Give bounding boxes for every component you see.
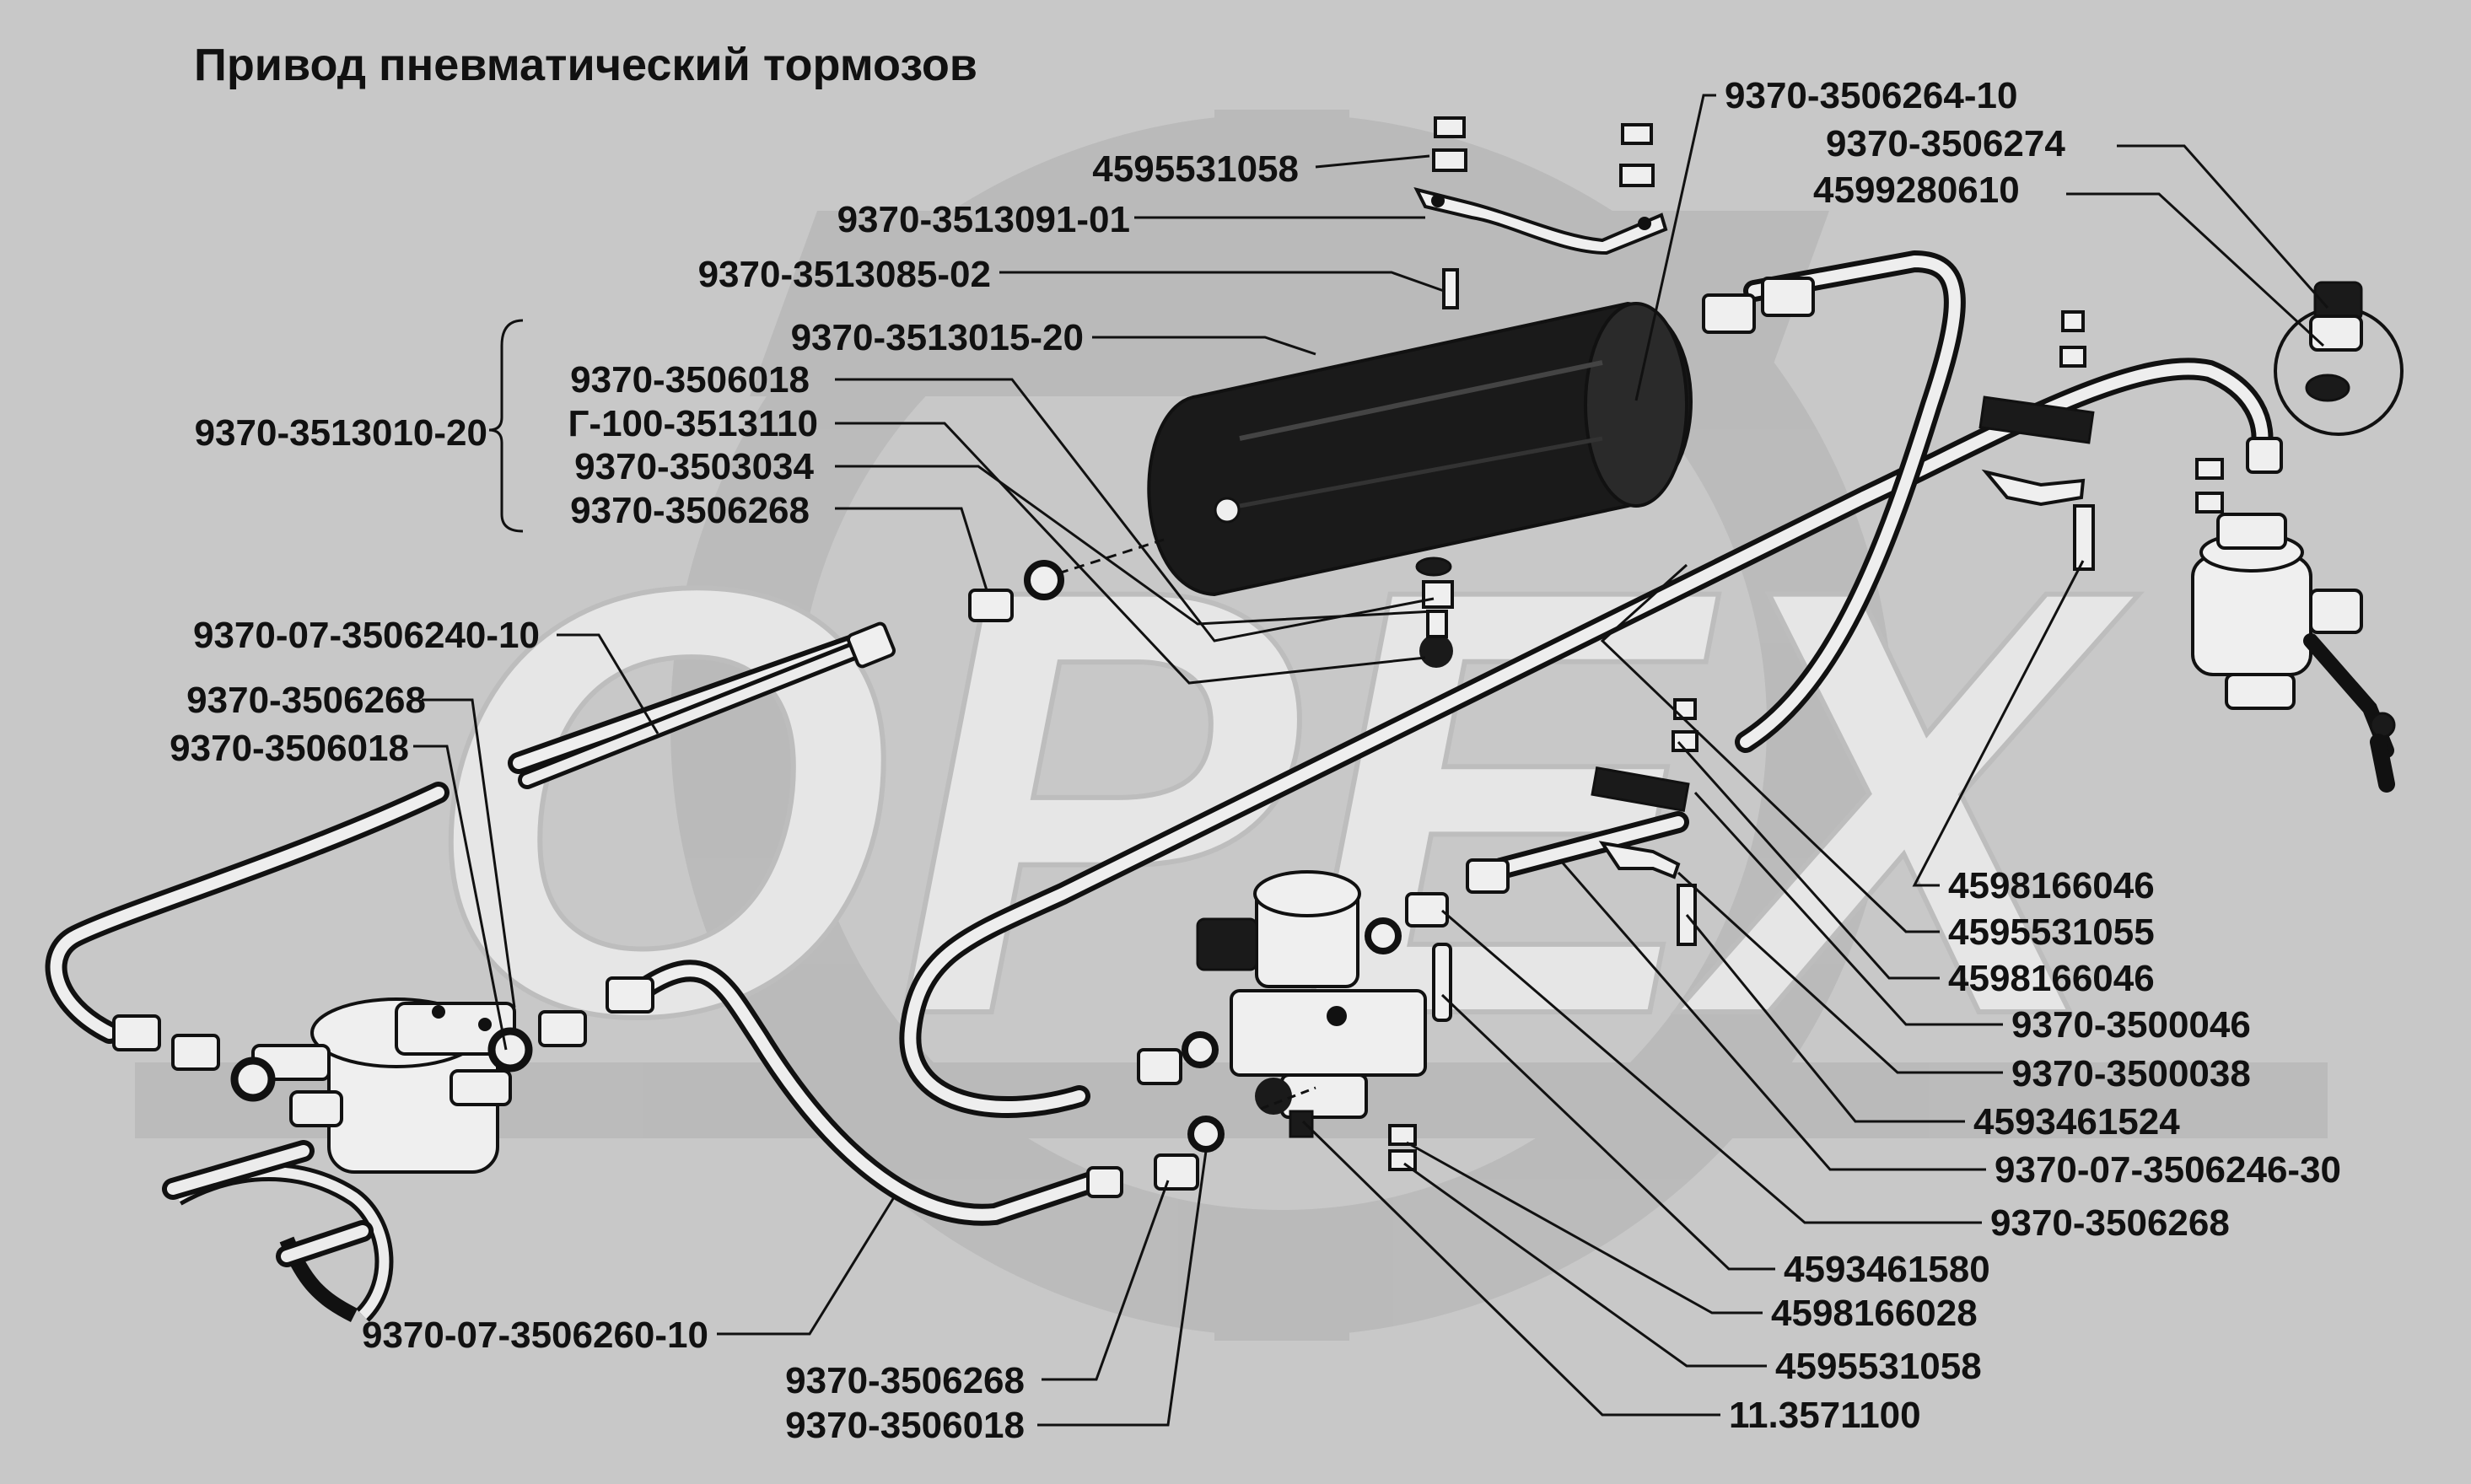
tank-inlet-fitting: [968, 538, 1165, 622]
label-l28: 9370-07-3506260-10: [362, 1315, 708, 1356]
bracket-center: [1591, 698, 1698, 946]
label-l16: 4598166046: [1948, 865, 2155, 906]
brake-control-valve: [2191, 513, 2396, 793]
label-l02: 9370-3513091-01: [837, 199, 1130, 240]
leader-lines: [413, 94, 2329, 1427]
pipe-front-long: [45, 782, 450, 1044]
label-l18: 4598166046: [1948, 958, 2155, 999]
label-l13: 9370-3506264-10: [1725, 75, 2017, 116]
diagram-title: Привод пневматический тормозов: [194, 40, 977, 90]
air-tank: [1147, 268, 1693, 597]
label-l15: 4599280610: [1813, 169, 2020, 211]
nut-stack-left: [1432, 116, 1467, 172]
label-l21: 4593461524: [1973, 1101, 2180, 1143]
label-l11: 9370-3506268: [186, 680, 426, 721]
pipe-long-diagonal: [899, 358, 2274, 1118]
pipe-lower-route: [630, 960, 1107, 1226]
label-l12: 9370-3506018: [170, 728, 409, 769]
label-l10: 9370-07-3506240-10: [193, 615, 540, 656]
label-l29: 9370-3506268: [785, 1360, 1025, 1401]
label-l20: 9370-3500038: [2011, 1053, 2251, 1094]
pipe-upper-loop: [1735, 250, 1966, 753]
upper-loop-fittings: [1702, 277, 1815, 334]
center-fittings: [1086, 858, 1510, 1198]
label-l19: 9370-3500046: [2011, 1004, 2251, 1046]
drain-valve-assembly: [1415, 556, 1454, 668]
tube-9370-07-3506240: [518, 621, 896, 789]
label-l08: 9370-3506268: [570, 490, 810, 531]
bracket-right: [1978, 310, 2095, 571]
label-l03: 9370-3513085-02: [698, 254, 991, 295]
label-l01: 4595531058: [1092, 148, 1299, 190]
label-l26: 4595531058: [1775, 1346, 1982, 1387]
pressure-regulator: [162, 997, 516, 1323]
label-l30: 9370-3506018: [785, 1405, 1025, 1446]
label-l09: 9370-3513010-20: [195, 412, 487, 454]
pipe-right-branch: [1490, 811, 1689, 879]
label-l24: 4593461580: [1784, 1249, 1990, 1290]
left-fittings: [112, 976, 654, 1102]
label-l23: 9370-3506268: [1990, 1202, 2230, 1244]
label-l14: 9370-3506274: [1826, 123, 2065, 164]
nut-stack-right: [1619, 123, 1655, 187]
tank-mount-strap: [1413, 187, 1668, 255]
protective-valve: [1196, 870, 1427, 1138]
right-top-fittings: [2195, 281, 2404, 513]
label-l07: 9370-3503034: [574, 446, 814, 487]
tank-drain-stud: [1442, 268, 1459, 309]
label-l25: 4598166028: [1771, 1293, 1978, 1334]
label-l22: 9370-07-3506246-30: [1995, 1149, 2341, 1191]
label-l04: 9370-3513015-20: [791, 317, 1084, 358]
label-l06: Г-100-3513110: [568, 403, 818, 444]
label-l05: 9370-3506018: [570, 359, 810, 401]
part-labels: 4595531058 9370-3513091-01 9370-3513085-…: [170, 75, 2341, 1446]
label-l17: 4595531055: [1948, 911, 2155, 953]
label-l27: 11.3571100: [1729, 1395, 1921, 1436]
